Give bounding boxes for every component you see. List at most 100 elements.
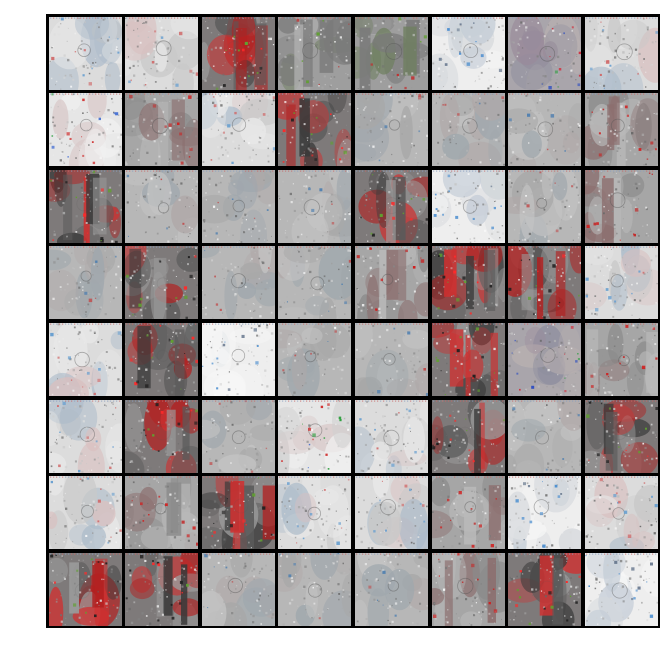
- image-tile: [431, 399, 505, 473]
- tile-image: [431, 476, 505, 550]
- image-tile: [431, 169, 505, 243]
- image-tile: [278, 476, 352, 550]
- tile-image: [508, 246, 582, 320]
- tile-image: [48, 322, 122, 396]
- tile-image: [48, 16, 122, 90]
- tile-image: [125, 399, 199, 473]
- image-tile: [48, 93, 122, 167]
- tile-image: [201, 246, 275, 320]
- image-tile: [354, 552, 428, 626]
- image-tile: [508, 16, 582, 90]
- tile-image: [48, 246, 122, 320]
- tile-image: [354, 169, 428, 243]
- image-tile: [48, 246, 122, 320]
- image-tile: [278, 322, 352, 396]
- tile-image: [125, 93, 199, 167]
- image-tile: [278, 399, 352, 473]
- image-grid: [46, 14, 660, 628]
- image-tile: [354, 16, 428, 90]
- tile-image: [278, 16, 352, 90]
- tile-image: [201, 16, 275, 90]
- tile-image: [125, 552, 199, 626]
- image-tile: [508, 552, 582, 626]
- tile-image: [278, 552, 352, 626]
- image-tile: [48, 399, 122, 473]
- tile-image: [278, 169, 352, 243]
- tile-image: [48, 552, 122, 626]
- image-tile: [354, 476, 428, 550]
- image-tile: [431, 93, 505, 167]
- image-tile: [354, 169, 428, 243]
- tile-image: [354, 16, 428, 90]
- image-tile: [508, 322, 582, 396]
- tile-image: [584, 246, 658, 320]
- tile-image: [354, 476, 428, 550]
- image-tile: [125, 16, 199, 90]
- image-tile: [278, 16, 352, 90]
- image-tile: [125, 246, 199, 320]
- tile-image: [508, 322, 582, 396]
- image-tile: [125, 476, 199, 550]
- tile-image: [278, 476, 352, 550]
- image-tile: [201, 476, 275, 550]
- tile-image: [354, 322, 428, 396]
- image-tile: [278, 169, 352, 243]
- image-tile: [508, 476, 582, 550]
- image-tile: [278, 246, 352, 320]
- image-tile: [431, 16, 505, 90]
- tile-image: [431, 16, 505, 90]
- tile-image: [125, 476, 199, 550]
- tile-image: [201, 169, 275, 243]
- tile-image: [508, 552, 582, 626]
- image-tile: [125, 399, 199, 473]
- image-tile: [584, 476, 658, 550]
- image-tile: [201, 169, 275, 243]
- image-tile: [48, 16, 122, 90]
- image-tile: [48, 476, 122, 550]
- image-tile: [125, 322, 199, 396]
- tile-image: [278, 322, 352, 396]
- tile-image: [278, 399, 352, 473]
- image-tile: [354, 322, 428, 396]
- image-tile: [125, 552, 199, 626]
- tile-image: [431, 169, 505, 243]
- tile-image: [278, 246, 352, 320]
- tile-image: [508, 476, 582, 550]
- image-tile: [278, 93, 352, 167]
- image-tile: [431, 246, 505, 320]
- tile-image: [431, 552, 505, 626]
- image-tile: [201, 93, 275, 167]
- image-tile: [584, 552, 658, 626]
- tile-image: [48, 169, 122, 243]
- tile-image: [584, 322, 658, 396]
- image-tile: [584, 16, 658, 90]
- image-tile: [201, 16, 275, 90]
- tile-image: [508, 16, 582, 90]
- tile-image: [125, 169, 199, 243]
- image-tile: [508, 93, 582, 167]
- tile-image: [584, 476, 658, 550]
- tile-image: [431, 322, 505, 396]
- tile-image: [508, 93, 582, 167]
- tile-image: [278, 93, 352, 167]
- image-tile: [125, 93, 199, 167]
- image-tile: [354, 246, 428, 320]
- image-tile: [48, 169, 122, 243]
- tile-image: [584, 93, 658, 167]
- image-tile: [508, 169, 582, 243]
- image-tile: [584, 322, 658, 396]
- tile-image: [354, 93, 428, 167]
- tile-image: [125, 322, 199, 396]
- image-tile: [584, 246, 658, 320]
- image-tile: [125, 169, 199, 243]
- image-tile: [48, 552, 122, 626]
- tile-image: [201, 322, 275, 396]
- image-tile: [354, 93, 428, 167]
- tile-image: [354, 399, 428, 473]
- image-tile: [201, 246, 275, 320]
- image-tile: [201, 552, 275, 626]
- tile-image: [125, 246, 199, 320]
- image-tile: [584, 169, 658, 243]
- tile-image: [48, 476, 122, 550]
